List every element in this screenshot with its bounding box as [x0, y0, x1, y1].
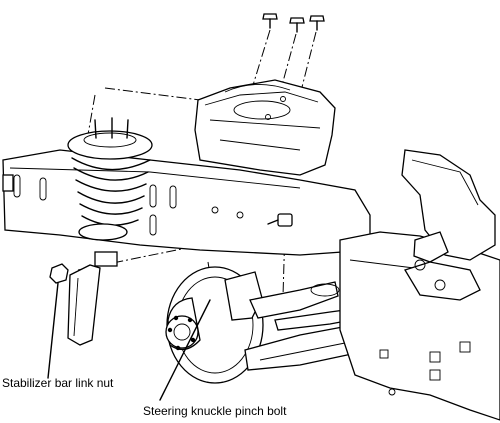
frame-slots	[13, 174, 177, 236]
strut-tower	[194, 79, 336, 176]
coil-spring-strut	[67, 117, 153, 346]
steering-knuckle-pinch-bolt-label: Steering knuckle pinch bolt	[143, 404, 287, 418]
stabilizer-bar-link-nut-label: Stabilizer bar link nut	[2, 376, 114, 390]
strut-mount-bolts	[262, 13, 325, 33]
wheel-studs	[167, 315, 196, 351]
crossmember-slots	[379, 341, 471, 381]
right-bracket	[401, 149, 496, 301]
stabilizer-link-nut	[47, 263, 69, 379]
upper-arm-bolt	[267, 213, 293, 227]
knuckle-hub-rotor	[159, 266, 264, 401]
spring-coils	[71, 157, 151, 226]
